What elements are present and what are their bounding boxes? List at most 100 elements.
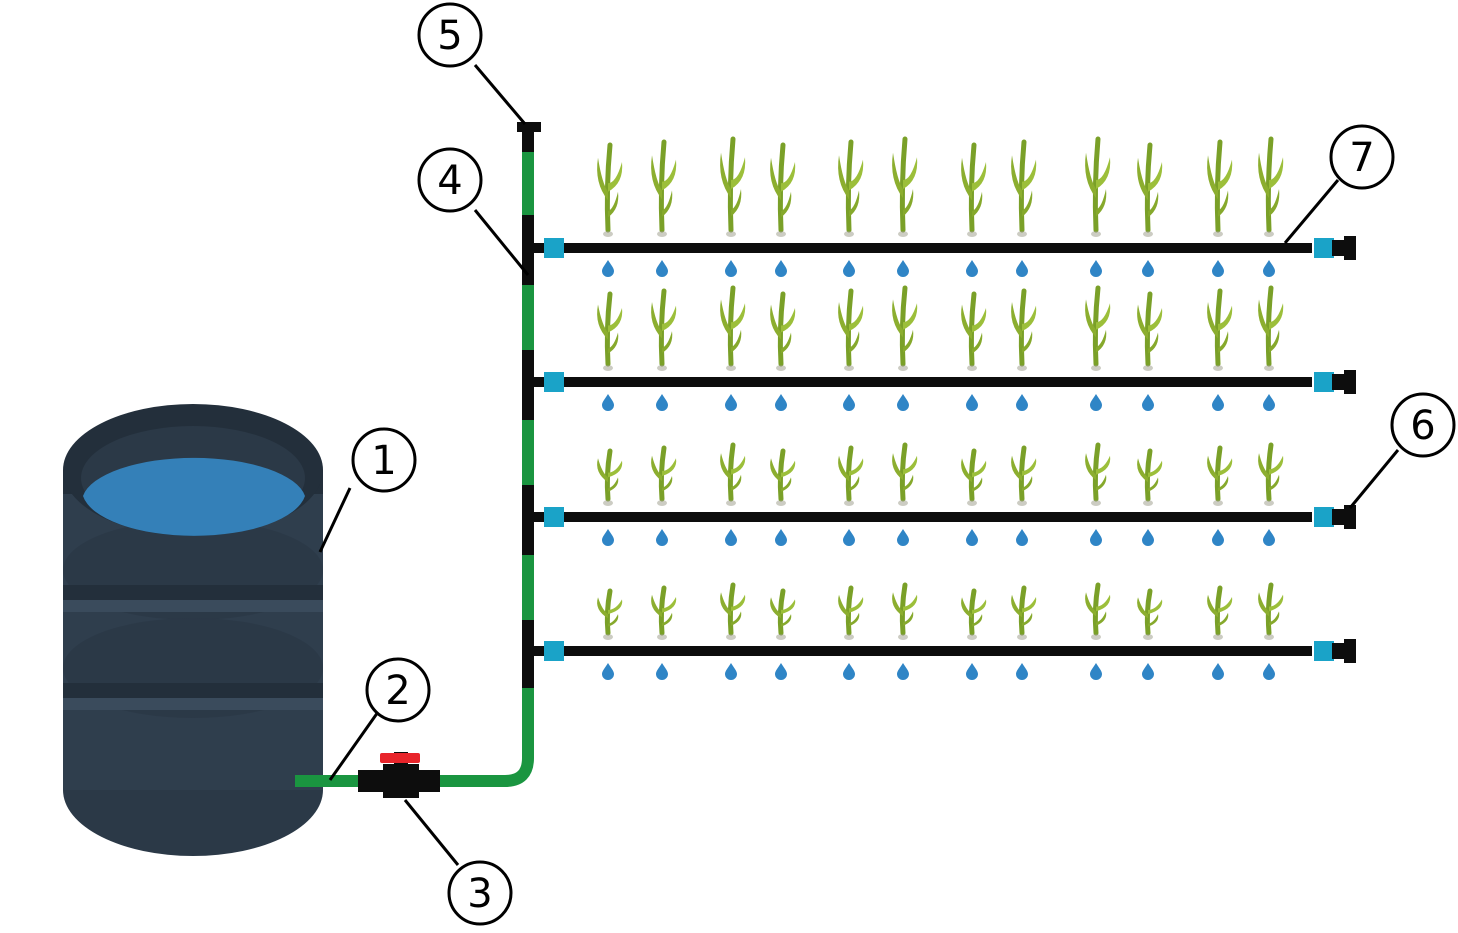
plant-leaf: [1096, 189, 1107, 217]
plant-soil: [898, 231, 908, 237]
plant-soil: [1017, 500, 1027, 506]
plant-soil: [1264, 500, 1274, 506]
water-drop: [843, 529, 855, 546]
plant-leaf: [903, 594, 918, 612]
water-drop: [602, 529, 614, 546]
valve-handle: [380, 753, 420, 763]
callout-4: 4: [417, 147, 483, 213]
connector-start: [544, 372, 564, 392]
plant-stem: [845, 288, 854, 367]
plant-soil: [603, 231, 613, 237]
plant-leaf: [608, 191, 619, 218]
plant: [1258, 442, 1284, 506]
water-drop: [966, 394, 978, 411]
plant-soil: [1143, 500, 1153, 506]
water-drop: [725, 663, 737, 680]
water-drop: [602, 663, 614, 680]
connector-start: [544, 507, 564, 527]
plant-soil: [898, 634, 908, 640]
leader-line: [328, 711, 380, 781]
plant-leaf: [1022, 305, 1037, 332]
water-drop: [843, 663, 855, 680]
water-drop: [656, 394, 668, 411]
water-drop: [1212, 260, 1224, 277]
plant-soil: [967, 500, 977, 506]
plant-leaf: [1218, 305, 1233, 332]
plant-leaf: [1096, 455, 1111, 475]
plant-stem: [1018, 445, 1027, 502]
plant: [720, 582, 746, 640]
callout-3: 3: [447, 860, 513, 926]
plant-leaf: [731, 157, 746, 190]
plant-soil: [1017, 231, 1027, 237]
plant-leaf: [972, 308, 987, 333]
plant-stem: [727, 285, 736, 367]
plant: [770, 448, 796, 506]
plant: [1207, 288, 1233, 371]
water-drop: [1090, 529, 1102, 546]
plant-leaf: [662, 159, 677, 191]
plant-leaf: [781, 308, 796, 333]
plant-soil: [844, 634, 854, 640]
plant-stem: [777, 142, 786, 233]
plant-leaf: [1269, 594, 1284, 612]
plant-leaf: [972, 614, 983, 627]
plant-soil: [1091, 634, 1101, 640]
water-drop: [1090, 663, 1102, 680]
plant-stem: [899, 136, 908, 233]
plant-stem: [1265, 136, 1274, 233]
barrel-band: [63, 600, 323, 612]
plant-leaf: [972, 162, 987, 192]
plant-leaf: [849, 305, 864, 332]
connector-end: [1314, 641, 1334, 661]
plant-stem: [1018, 288, 1027, 367]
plant-soil: [1213, 231, 1223, 237]
plant-soil: [844, 231, 854, 237]
main-pipe-green: [430, 150, 534, 787]
end-cap: [1332, 643, 1344, 659]
plant: [838, 288, 864, 371]
plant: [961, 588, 987, 640]
callout-label: 1: [371, 438, 396, 484]
plant-leaf: [1258, 152, 1269, 199]
plant-leaf: [720, 299, 731, 338]
tee-connector: [528, 646, 548, 656]
plant-soil: [1091, 231, 1101, 237]
plant-leaf: [972, 191, 983, 218]
plant-stem: [845, 139, 854, 233]
plant-leaf: [720, 152, 731, 199]
callout-label: 4: [437, 158, 462, 204]
connector-end: [1314, 372, 1334, 392]
plant-stem: [1265, 582, 1274, 636]
water-drop: [1263, 260, 1275, 277]
connector-end: [1314, 238, 1334, 258]
plant-leaf: [1218, 159, 1233, 191]
water-drop: [1263, 394, 1275, 411]
plant-leaf: [1011, 301, 1022, 339]
plant: [838, 585, 864, 640]
plant-leaf: [1022, 331, 1033, 354]
plant-leaf: [597, 304, 608, 340]
water-drop: [966, 260, 978, 277]
plant-soil: [726, 231, 736, 237]
lateral-rows: [528, 136, 1356, 680]
plant: [1011, 288, 1037, 371]
plant-leaf: [1085, 453, 1096, 481]
plant-leaf: [651, 155, 662, 200]
plant-soil: [1143, 634, 1153, 640]
plant: [961, 142, 987, 237]
water-drop: [966, 529, 978, 546]
water-drop: [775, 394, 787, 411]
end-cap: [1332, 509, 1344, 525]
plant-leaf: [608, 614, 619, 627]
plant-stem: [727, 442, 736, 502]
plant-leaf: [1148, 332, 1159, 354]
plant-leaf: [781, 162, 796, 192]
callout-7: 7: [1329, 124, 1395, 190]
water-drop: [602, 260, 614, 277]
plant-leaf: [1269, 189, 1280, 217]
plant-stem: [1092, 136, 1101, 233]
plant-leaf: [662, 597, 677, 613]
plant-leaf: [1096, 611, 1107, 626]
plant: [1085, 442, 1111, 506]
